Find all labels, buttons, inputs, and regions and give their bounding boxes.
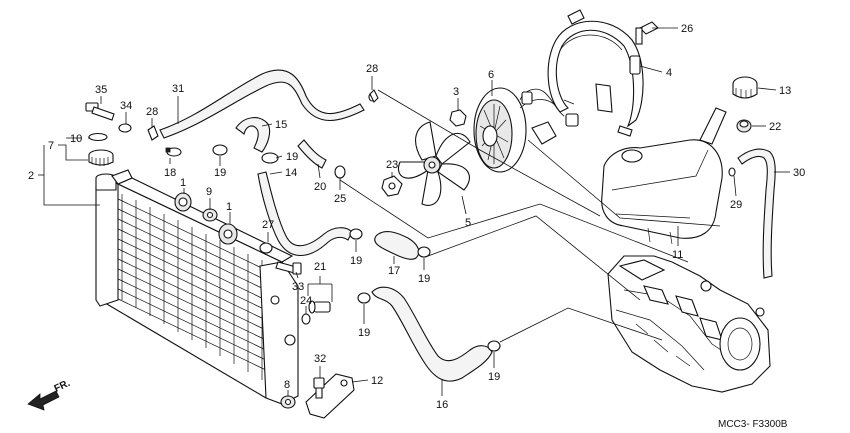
collar-9 bbox=[202, 208, 218, 222]
overflow-tube-30 bbox=[737, 148, 776, 279]
callout-19-b: 19 bbox=[286, 151, 298, 163]
callout-23: 23 bbox=[386, 159, 398, 171]
callout-19-d: 19 bbox=[418, 273, 430, 285]
callout-32: 32 bbox=[314, 353, 326, 365]
callout-8: 8 bbox=[284, 379, 290, 391]
callout-26: 26 bbox=[681, 23, 693, 35]
hose-15 bbox=[235, 117, 271, 153]
callout-19-e: 19 bbox=[358, 327, 370, 339]
callout-19-f: 19 bbox=[488, 371, 500, 383]
callout-21: 21 bbox=[314, 261, 326, 273]
callout-7: 7 bbox=[48, 140, 54, 152]
callout-16: 16 bbox=[436, 399, 448, 411]
hose-17 bbox=[374, 230, 420, 260]
bolt-33 bbox=[275, 261, 302, 275]
cooling-fan-5 bbox=[398, 121, 471, 206]
bolt-32 bbox=[313, 377, 325, 399]
callout-25: 25 bbox=[334, 193, 346, 205]
cap-22 bbox=[736, 119, 752, 133]
fan-shroud-4 bbox=[547, 9, 644, 137]
clip-28-left bbox=[147, 125, 159, 141]
callout-33: 33 bbox=[292, 281, 304, 293]
callout-6: 6 bbox=[488, 69, 494, 81]
callout-17: 17 bbox=[388, 265, 400, 277]
clamp-18 bbox=[165, 147, 182, 157]
bolt-26 bbox=[635, 21, 659, 45]
bolt-35 bbox=[85, 102, 115, 121]
collar-8 bbox=[280, 395, 296, 409]
o-ring bbox=[88, 132, 108, 142]
nut-3 bbox=[449, 109, 467, 127]
drawing-code: MCC3- F3300B bbox=[718, 419, 788, 430]
bracket-12 bbox=[305, 373, 355, 419]
grommet-left-1 bbox=[174, 192, 192, 212]
callout-9: 9 bbox=[206, 186, 212, 198]
motor-wire-harness bbox=[519, 88, 579, 145]
leader-lines bbox=[38, 27, 790, 396]
callout-1-left: 1 bbox=[180, 177, 186, 189]
callout-1-right: 1 bbox=[226, 201, 232, 213]
callout-24: 24 bbox=[300, 295, 312, 307]
callout-15: 15 bbox=[275, 119, 287, 131]
hose-20 bbox=[297, 139, 327, 169]
callout-3: 3 bbox=[453, 86, 459, 98]
reserve-tank-cap-13 bbox=[732, 76, 758, 99]
callout-28-top: 28 bbox=[366, 63, 378, 75]
callout-14: 14 bbox=[285, 167, 297, 179]
collar-34 bbox=[118, 123, 132, 133]
callout-20: 20 bbox=[314, 181, 326, 193]
callout-5: 5 bbox=[465, 217, 471, 229]
hose-16 bbox=[371, 286, 493, 382]
engine-block bbox=[607, 255, 771, 393]
callout-11: 11 bbox=[672, 249, 683, 261]
front-label: FR. bbox=[53, 378, 72, 395]
callout-2: 2 bbox=[28, 170, 34, 182]
o-ring-24 bbox=[301, 313, 311, 325]
callout-12: 12 bbox=[371, 375, 383, 387]
front-arrow-icon bbox=[27, 390, 60, 411]
callout-35: 35 bbox=[95, 84, 107, 96]
radiator-assembly bbox=[95, 169, 299, 405]
callout-13: 13 bbox=[779, 85, 791, 97]
grommet-right-1 bbox=[218, 223, 238, 245]
callout-19-c: 19 bbox=[350, 255, 362, 267]
callout-numbers: 1 1 2 3 4 5 6 7 8 9 10 11 12 13 14 15 16… bbox=[28, 23, 805, 411]
reserve-tank-11 bbox=[601, 107, 727, 245]
fan-motor-6 bbox=[473, 87, 557, 173]
callout-27: 27 bbox=[262, 219, 274, 231]
water-pipe-14 bbox=[257, 171, 353, 256]
siphon-tube-31 bbox=[159, 69, 365, 139]
callout-31: 31 bbox=[172, 83, 184, 95]
callout-4: 4 bbox=[666, 67, 672, 79]
callout-30: 30 bbox=[793, 167, 805, 179]
callout-10: 10 bbox=[70, 133, 82, 145]
callout-29: 29 bbox=[730, 199, 742, 211]
nut-23 bbox=[381, 175, 403, 197]
radiator-core-fins bbox=[111, 194, 271, 380]
callout-19-a: 19 bbox=[214, 167, 226, 179]
callout-28-left: 28 bbox=[146, 106, 158, 118]
front-direction-marker: FR. bbox=[27, 378, 72, 411]
clip-28-top bbox=[369, 89, 379, 103]
callout-22: 22 bbox=[769, 121, 781, 133]
collar-27 bbox=[259, 242, 273, 254]
callout-34: 34 bbox=[120, 100, 132, 112]
callout-18: 18 bbox=[164, 167, 176, 179]
radiator-cap bbox=[88, 149, 114, 166]
thermo-switch bbox=[308, 300, 331, 314]
